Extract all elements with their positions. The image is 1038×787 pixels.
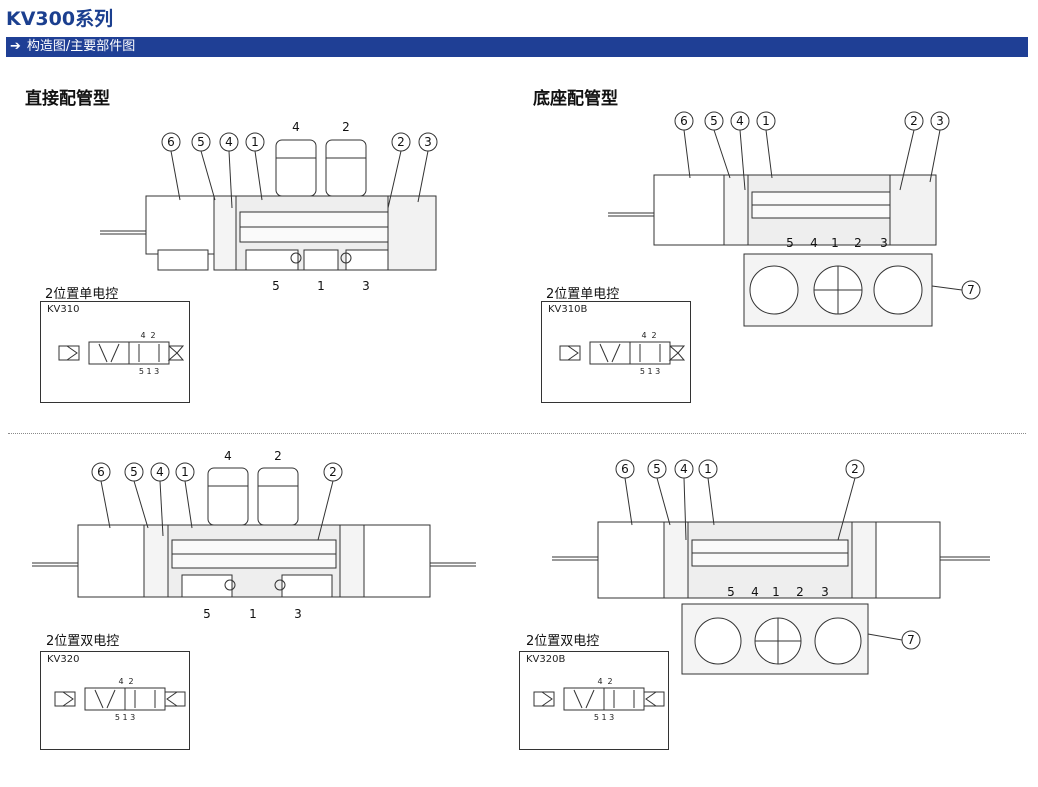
symbol-box-br: KV320B 4 2 5 1 3	[519, 651, 669, 750]
symbol-port-4: 4	[597, 677, 602, 686]
port-tr-2: 2	[854, 236, 862, 250]
callout-bl-2: 2	[329, 465, 337, 479]
model-label-bl: KV320	[47, 654, 80, 665]
model-label-tr: KV310B	[548, 304, 588, 315]
symbol-port-2: 2	[607, 677, 612, 686]
symbol-port-2: 2	[651, 331, 656, 340]
callout-tl-3: 3	[424, 135, 432, 149]
caption-tr: 2位置单电控	[546, 287, 620, 302]
symbol-port-4: 4	[118, 677, 123, 686]
callout-tr-6: 6	[680, 114, 688, 128]
port-bl-1: 1	[249, 607, 257, 621]
port-bl-2: 2	[274, 449, 282, 463]
callout-tr-4: 4	[736, 114, 744, 128]
callout-br-2: 2	[851, 462, 859, 476]
callout-tl-4: 4	[225, 135, 233, 149]
model-label-br: KV320B	[526, 654, 566, 665]
heading-direct-piping: 直接配管型	[25, 89, 110, 109]
port-br-3: 3	[821, 585, 829, 599]
port-br-5: 5	[727, 585, 735, 599]
port-bl-5: 5	[203, 607, 211, 621]
callout-br-6: 6	[621, 462, 629, 476]
callout-bl-1: 1	[181, 465, 189, 479]
callout-tl-1: 1	[251, 135, 259, 149]
symbol-box-tl: KV310 4 2 5 1 3	[40, 301, 190, 403]
symbol-ports-bottom: 5 1 3	[594, 713, 614, 722]
port-tl-2: 2	[342, 120, 350, 134]
port-tl-4: 4	[292, 120, 300, 134]
callout-tr-7: 7	[967, 283, 975, 297]
callout-br-7: 7	[907, 633, 915, 647]
callout-tl-5: 5	[197, 135, 205, 149]
symbol-port-2: 2	[150, 331, 155, 340]
port-bl-3: 3	[294, 607, 302, 621]
arrow-right-icon: ➔	[10, 39, 21, 54]
symbol-port-4: 4	[140, 331, 145, 340]
section-bar-label: 构造图/主要部件图	[26, 39, 136, 54]
port-br-4: 4	[751, 585, 759, 599]
port-br-1: 1	[772, 585, 780, 599]
callout-tl-6: 6	[167, 135, 175, 149]
port-br-2: 2	[796, 585, 804, 599]
model-label-tl: KV310	[47, 304, 80, 315]
callout-bl-4: 4	[156, 465, 164, 479]
callout-bl-5: 5	[130, 465, 138, 479]
callout-bl-6: 6	[97, 465, 105, 479]
port-tl-3: 3	[362, 279, 370, 293]
section-bar: ➔ 构造图/主要部件图	[6, 37, 1028, 57]
port-tl-5: 5	[272, 279, 280, 293]
symbol-box-tr: KV310B 4 2 5 1 3	[541, 301, 691, 403]
symbol-ports-bottom: 5 1 3	[139, 367, 159, 376]
symbol-port-2: 2	[128, 677, 133, 686]
page-title: KV300系列	[6, 8, 114, 30]
callout-tr-3: 3	[936, 114, 944, 128]
callout-tr-2: 2	[910, 114, 918, 128]
callout-tr-5: 5	[710, 114, 718, 128]
valve-symbol-single-tr: 4 2 5 1 3	[559, 331, 686, 376]
heading-base-piping: 底座配管型	[533, 89, 618, 109]
callout-tr-1: 1	[762, 114, 770, 128]
valve-symbol-double-br: 4 2 5 1 3	[533, 677, 665, 722]
port-tr-5: 5	[786, 236, 794, 250]
divider	[8, 433, 1026, 434]
callout-tl-2: 2	[397, 135, 405, 149]
port-tl-1: 1	[317, 279, 325, 293]
valve-symbol-double-bl: 4 2 5 1 3	[54, 677, 186, 722]
caption-bl: 2位置双电控	[46, 634, 120, 649]
symbol-ports-bottom: 5 1 3	[115, 713, 135, 722]
caption-tl: 2位置单电控	[45, 287, 119, 302]
caption-br: 2位置双电控	[526, 634, 600, 649]
symbol-box-bl: KV320 4 2 5 1 3	[40, 651, 190, 750]
valve-symbol-single-tl: 4 2 5 1 3	[58, 331, 185, 376]
callout-br-1: 1	[704, 462, 712, 476]
port-bl-4: 4	[224, 449, 232, 463]
port-tr-4: 4	[810, 236, 818, 250]
symbol-ports-bottom: 5 1 3	[640, 367, 660, 376]
callout-br-5: 5	[653, 462, 661, 476]
port-tr-3: 3	[880, 236, 888, 250]
callout-br-4: 4	[680, 462, 688, 476]
symbol-port-4: 4	[641, 331, 646, 340]
port-tr-1: 1	[831, 236, 839, 250]
